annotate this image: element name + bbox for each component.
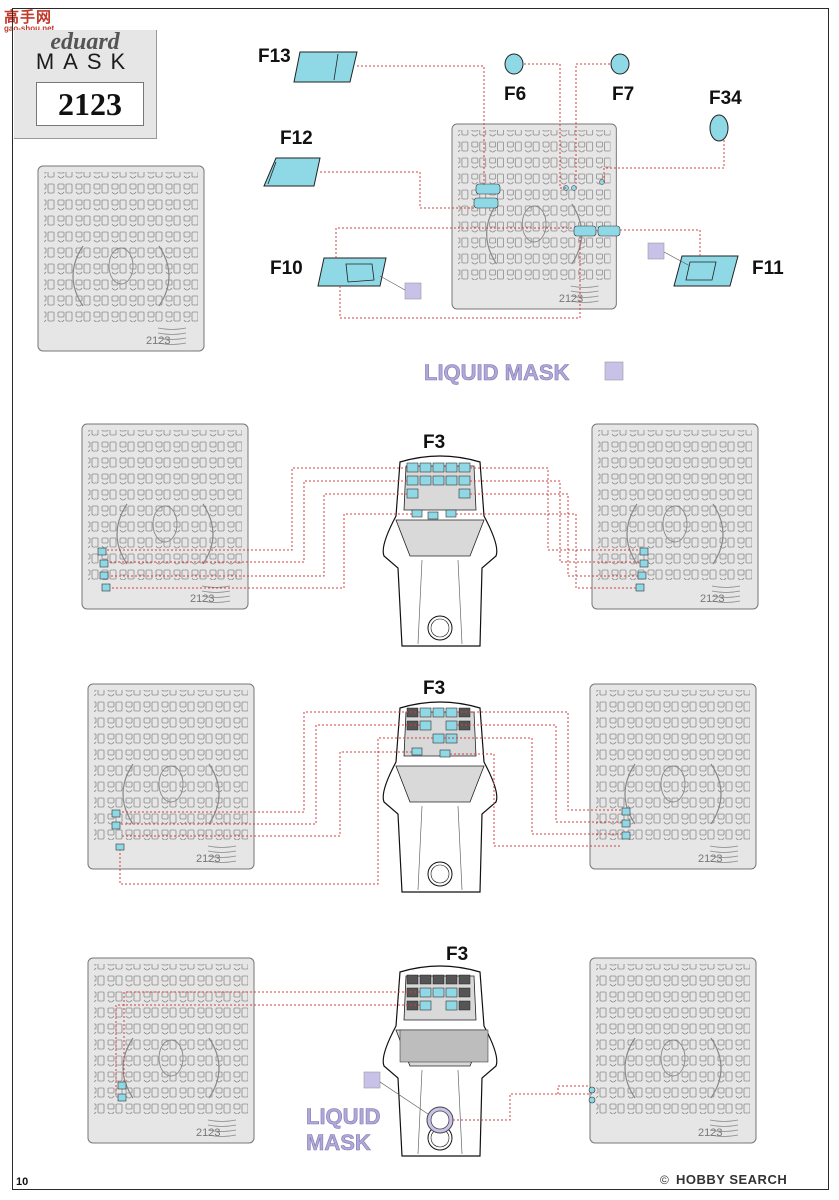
- footer-brand: HOBBY SEARCH: [676, 1172, 788, 1187]
- label-f3-row4: F3: [446, 944, 469, 965]
- logo-brand: eduard: [50, 29, 120, 55]
- label-f11: F11: [752, 258, 784, 279]
- logo-number: 2123: [36, 82, 144, 126]
- leader-lines-row4: [115, 991, 592, 1121]
- mask-part-f12: [263, 157, 321, 187]
- fret-row2-left: [81, 423, 249, 610]
- label-f3-row2: F3: [423, 432, 446, 453]
- label-f34: F34: [709, 88, 742, 109]
- fret-row2-right: [591, 423, 759, 610]
- label-f3-row3: F3: [423, 678, 446, 699]
- label-f13: F13: [258, 46, 291, 67]
- liquid-mask-legend-swatch: [604, 361, 624, 381]
- page-frame: [12, 8, 829, 1190]
- reference-fret: [37, 165, 205, 352]
- mask-f13-on-fret: [475, 183, 501, 195]
- mask-f12-on-fret: [473, 197, 499, 209]
- liquid-mask-swatch-f11: [647, 242, 665, 260]
- label-f10: F10: [270, 258, 303, 279]
- liquid-mask-label-bottom: LIQUID MASK: [306, 1104, 381, 1156]
- mask-part-f13: [293, 51, 358, 83]
- liquid-mask-line2: MASK: [306, 1130, 371, 1156]
- mask-f11-on-fret: [597, 225, 621, 237]
- mask-part-f7: [610, 53, 630, 75]
- instrument-panel-row3: [382, 701, 498, 893]
- fret-top: [451, 123, 617, 310]
- liquid-mask-label-top: LIQUID MASK: [424, 360, 570, 386]
- fret-row4-left: [87, 957, 255, 1144]
- mask-part-f34: [709, 114, 729, 142]
- leader-lines-row3: [119, 711, 622, 885]
- mask-part-f6: [504, 53, 524, 75]
- label-f12: F12: [280, 128, 313, 149]
- logo-product: MASK: [35, 49, 135, 74]
- watermark-domain: gao-shou.net: [4, 24, 55, 33]
- fret-row4-right: [589, 957, 757, 1144]
- liquid-mask-swatch-gauge: [363, 1071, 381, 1089]
- page-number: 10: [16, 1176, 29, 1188]
- mask-part-f10: [317, 257, 387, 287]
- liquid-mask-swatch-f10: [404, 282, 422, 300]
- leader-lines-top: [320, 63, 725, 319]
- liquid-mask-line1: LIQUID: [306, 1104, 381, 1130]
- fret-row3-left: [87, 683, 255, 870]
- label-f7: F7: [612, 84, 635, 105]
- watermark-site: 高手网: [4, 9, 53, 26]
- eduard-mask-logo: eduard MASK 2123: [14, 30, 157, 139]
- mask-f10-on-fret: [573, 225, 597, 237]
- fret-row3-right: [589, 683, 757, 870]
- leader-lines-row2: [106, 467, 640, 589]
- mask-part-f11: [673, 255, 739, 287]
- hobby-search-icon: ©: [660, 1173, 669, 1187]
- label-f6: F6: [504, 84, 527, 105]
